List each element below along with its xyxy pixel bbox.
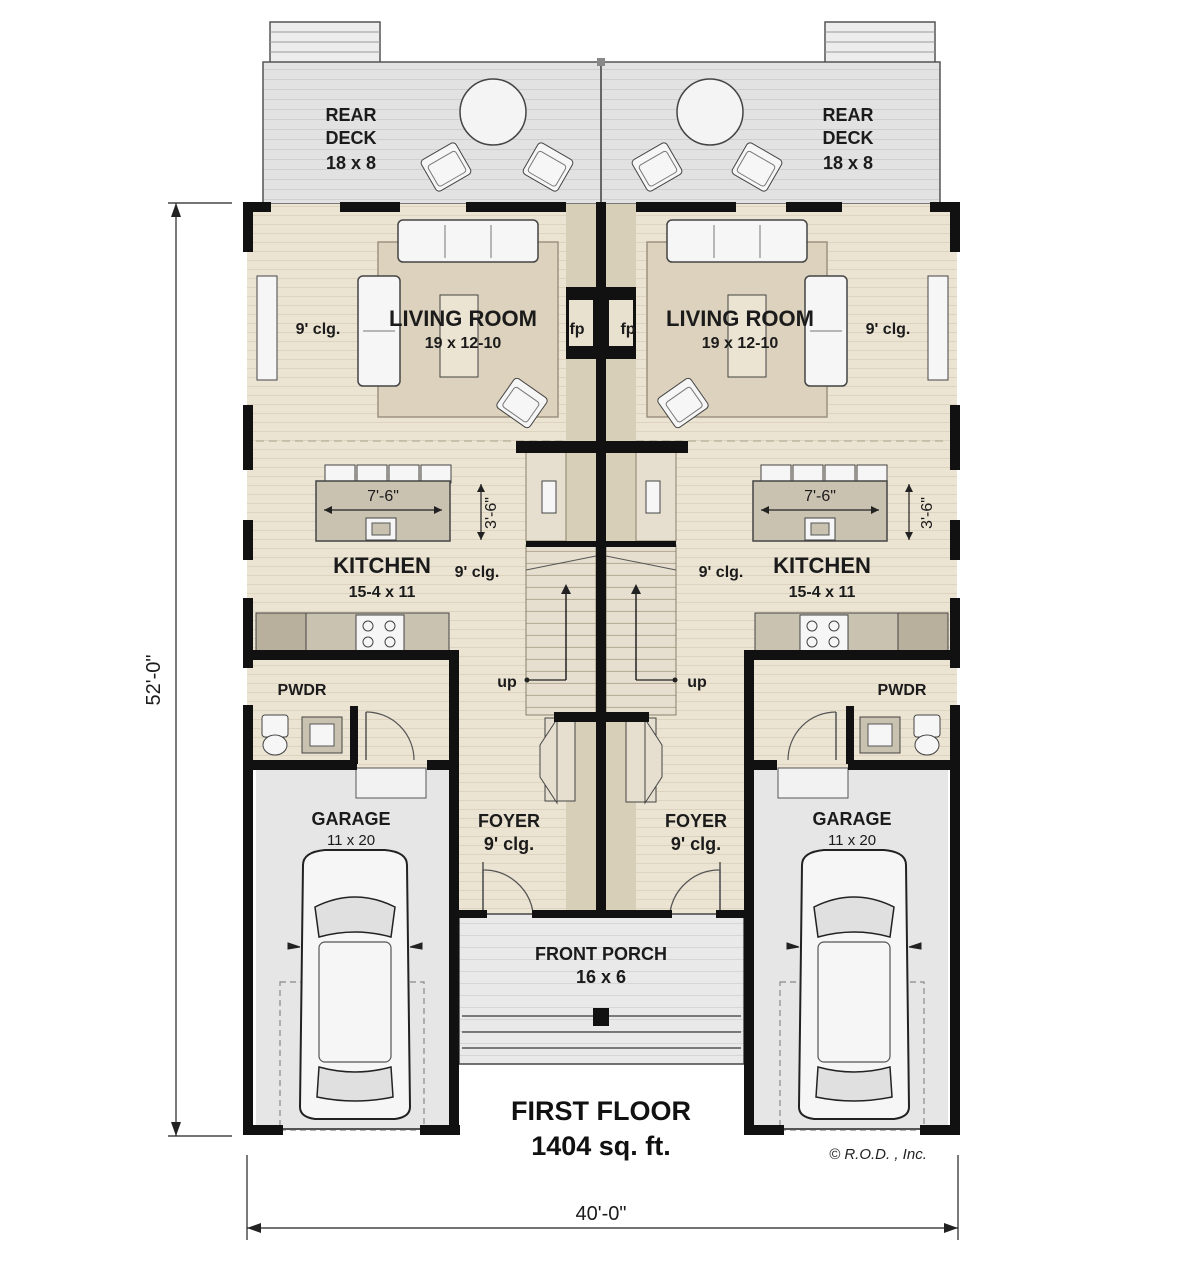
- car-left-icon: [287, 849, 423, 1120]
- sofa-right-icon: [657, 219, 949, 429]
- powder-right-label: PWDR: [878, 682, 927, 699]
- powder-right-fixtures: [787, 711, 941, 761]
- foyer-left-ceiling: 9' clg.: [484, 834, 534, 854]
- kitchen-right-ceiling: 9' clg.: [699, 564, 744, 581]
- copyright: © R.O.D. , Inc.: [829, 1146, 927, 1163]
- kitchen-counter-right: [754, 612, 949, 654]
- stair-left: [524, 450, 597, 805]
- kitchen-right-size: 15-4 x 11: [789, 584, 856, 601]
- living-room-left-ceiling: 9' clg.: [296, 321, 341, 338]
- island-right-length: 7'-6": [804, 488, 836, 505]
- rear-deck-right-label-2: DECK: [822, 128, 873, 148]
- deck-table-left-icon: [420, 78, 574, 192]
- kitchen-counter-left: [255, 612, 450, 654]
- dimension-width-label: 40'-0": [576, 1203, 627, 1225]
- garage-right-label: GARAGE: [812, 809, 891, 829]
- front-porch-area: [458, 913, 745, 1065]
- island-right-depth: 3'-6": [919, 497, 936, 529]
- stair-left-direction: up: [497, 674, 517, 691]
- dimension-depth: [168, 202, 232, 1137]
- living-room-right-size: 19 x 12-10: [702, 335, 779, 352]
- rear-deck-right-label-1: REAR: [822, 105, 873, 125]
- kitchen-island-right: [752, 464, 913, 542]
- foyer-right-label: FOYER: [665, 811, 727, 831]
- foyer-left-label: FOYER: [478, 811, 540, 831]
- foyer-right-ceiling: 9' clg.: [671, 834, 721, 854]
- rear-deck-left-size: 18 x 8: [326, 153, 376, 173]
- kitchen-left-size: 15-4 x 11: [349, 584, 416, 601]
- dimension-depth-label: 52'-0": [143, 655, 165, 706]
- front-porch-size: 16 x 6: [576, 967, 626, 987]
- fireplace-right-icon: [606, 287, 636, 359]
- powder-left-label: PWDR: [278, 682, 327, 699]
- powder-left-fixtures: [261, 711, 415, 761]
- garage-left-size: 11 x 20: [327, 832, 375, 849]
- stair-right-direction: up: [687, 674, 707, 691]
- fireplace-left-icon: [566, 287, 596, 359]
- island-left-depth: 3'-6": [483, 497, 500, 529]
- plan-title: FIRST FLOOR: [511, 1096, 691, 1126]
- kitchen-island-left: [315, 464, 485, 542]
- island-left-length: 7'-6": [367, 488, 399, 505]
- deck-table-right-icon: [631, 78, 783, 192]
- rear-deck-left-label-2: DECK: [325, 128, 376, 148]
- front-porch-label: FRONT PORCH: [535, 944, 667, 964]
- kitchen-left-label: KITCHEN: [333, 553, 431, 578]
- rear-deck-right-size: 18 x 8: [823, 153, 873, 173]
- car-right-icon: [786, 849, 922, 1120]
- stair-right: [605, 450, 678, 805]
- living-room-right-label: LIVING ROOM: [666, 306, 814, 331]
- garage-right-size: 11 x 20: [828, 832, 876, 849]
- plan-area: 1404 sq. ft.: [531, 1131, 671, 1161]
- sofa-left-icon: [256, 219, 548, 429]
- living-room-left-label: LIVING ROOM: [389, 306, 537, 331]
- living-room-left-size: 19 x 12-10: [425, 335, 502, 352]
- living-room-right-ceiling: 9' clg.: [866, 321, 911, 338]
- rear-deck-structure: [262, 21, 941, 205]
- dimension-width: [246, 1155, 959, 1240]
- kitchen-right-label: KITCHEN: [773, 553, 871, 578]
- fireplace-left-label: fp: [569, 321, 584, 338]
- garage-left-label: GARAGE: [311, 809, 390, 829]
- rear-deck-left-label-1: REAR: [325, 105, 376, 125]
- walls: [243, 202, 960, 1135]
- fireplace-right-label: fp: [620, 321, 635, 338]
- kitchen-left-ceiling: 9' clg.: [455, 564, 500, 581]
